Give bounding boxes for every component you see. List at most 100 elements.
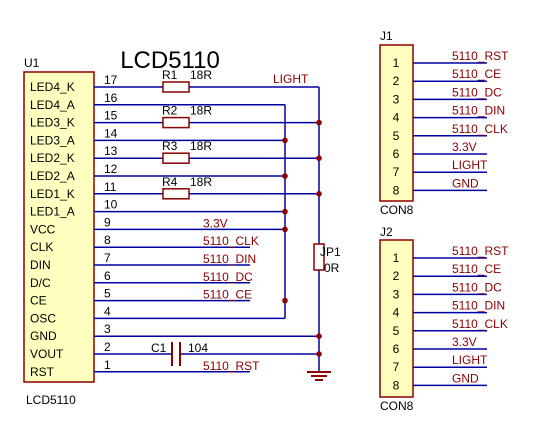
wires [94,86,320,373]
u1-pin-number-7: 7 [104,251,111,265]
j1-net-label-3-3v: 3.3V [452,140,477,154]
j2-pin-number-4: 4 [393,306,400,320]
j1-net-label-5110-clk: 5110_CLK [452,122,508,136]
j1-pin-number-8: 8 [393,183,400,197]
ground-icon [307,362,331,381]
u1-pin-name-gnd: GND [30,329,57,343]
net-label-5110-din: 5110_DIN [203,252,256,266]
j1-pin-number-7: 7 [393,165,400,179]
net-label-5110-rst: 5110_RST [203,359,260,373]
j1-pin-number-6: 6 [393,147,400,161]
j2-net-label-5110-dc: 5110_DC [452,280,502,294]
j1-pin-number-1: 1 [393,56,400,70]
u1-value: LCD5110 [26,393,76,407]
u1-pin-number-14: 14 [104,126,118,140]
resistor-r4 [162,188,190,200]
j2-net-label-3-3v: 3.3V [452,335,477,349]
j1-net-label-5110-dc: 5110_DC [452,85,502,99]
j1-net-label-light: LIGHT [452,158,488,172]
u1-pin-number-15: 15 [104,109,118,123]
u1-pin-number-10: 10 [104,198,118,212]
u1-pin-name-din: DIN [30,258,51,272]
net-label-3-3v: 3.3V [203,216,228,230]
junction-dot-8 [282,297,288,304]
j2-net-label-5110-ce: 5110_CE [452,262,501,276]
j1-body [379,44,414,202]
junction-dot-4 [282,137,288,144]
j2-net-label-5110-rst: 5110_RST [452,244,509,258]
j1-pin-number-3: 3 [393,92,400,106]
net-label-5110-ce: 5110_CE [203,288,252,302]
u1-pin-name-led2-a: LED2_A [30,169,75,183]
junction-dot-3 [316,191,322,197]
resistor-r2 [162,116,190,129]
u1-pin-number-17: 17 [104,73,118,87]
j1-pin-number-4: 4 [393,111,400,125]
resistor-value-r4: 18R [190,175,212,189]
j2-pin-number-6: 6 [393,342,400,356]
resistor-value-r2: 18R [190,104,212,118]
j2-body [379,239,414,398]
junction-dot-10 [316,351,322,357]
resistor-value-r3: 18R [190,139,212,153]
j2-pin-number-8: 8 [393,378,400,392]
u1-pin-name-d-c: D/C [30,276,51,290]
u1-ref: U1 [24,56,40,70]
u1-pin-number-16: 16 [104,91,118,105]
u1-pin-number-1: 1 [104,358,111,372]
j2-pin-number-7: 7 [393,360,400,374]
u1-pin-name-ce: CE [30,294,47,308]
j2-pin-number-2: 2 [393,269,400,283]
j2-value: CON8 [380,399,414,413]
resistor-ref-r2: R2 [162,104,178,118]
junctions [282,119,322,357]
net-label-5110-dc: 5110_DC [203,270,253,284]
j1-pins: 1 5110_RST 2 5110_CE 3 5110_DC 4 5110_DIN 5 5110_… [393,49,509,197]
resistor-ref-r1: R1 [162,68,178,82]
c1-value: 104 [188,341,208,355]
u1-pin-name-rst: RST [30,365,55,379]
u1-pin-number-9: 9 [104,215,111,229]
resistor-r3 [162,152,190,164]
j1-net-label-gnd: GND [452,176,479,190]
j1-pin-number-2: 2 [393,74,400,88]
j1-net-label-5110-din: 5110_DIN [452,104,505,118]
u1-pin-name-led2-k: LED2_K [30,151,75,165]
jp1-ref: JP1 [320,245,341,259]
u1-pin-name-osc: OSC [30,311,56,325]
u1-pin-name-clk: CLK [30,240,53,254]
junction-dot-7 [282,226,288,233]
light-label: LIGHT [273,72,309,86]
u1-pin-name-led1-a: LED1_A [30,205,75,219]
j2-ref: J2 [380,225,393,239]
u1-pin-name-led3-k: LED3_K [30,116,75,130]
junction-dot-6 [282,208,288,215]
resistor-ref-r4: R4 [162,175,178,189]
junction-dot-5 [282,173,288,179]
j1-pin-number-5: 5 [393,129,400,143]
u1-pin-number-3: 3 [104,322,111,336]
resistor-ref-r3: R3 [162,139,178,153]
u1-pin-number-5: 5 [104,287,111,301]
jp1-value: 0R [324,261,340,275]
c1-ref: C1 [151,341,167,355]
j1-ref: J1 [380,29,393,43]
net-labels-u1: 3.3V5110_CLK5110_DIN5110_DC5110_CE5110_R… [203,216,260,372]
j1-net-label-5110-ce: 5110_CE [452,67,501,81]
j2-pin-number-3: 3 [393,287,400,301]
u1-pin-name-led1-k: LED1_K [30,187,75,201]
u1-pin-number-12: 12 [104,162,118,176]
u1-body [23,71,95,383]
diagram-title: LCD5110 [120,47,220,74]
j1-value: CON8 [380,203,414,217]
resistors: R1 18R R2 18R R3 18R R4 18R [162,68,212,200]
resistor-value-r1: 18R [190,68,212,82]
j2-pin-number-5: 5 [393,324,400,338]
u1-pin-number-2: 2 [104,340,111,354]
c1-capacitor [171,342,181,366]
u1-pin-number-4: 4 [104,304,111,318]
j1-net-label-5110-rst: 5110_RST [452,49,509,63]
